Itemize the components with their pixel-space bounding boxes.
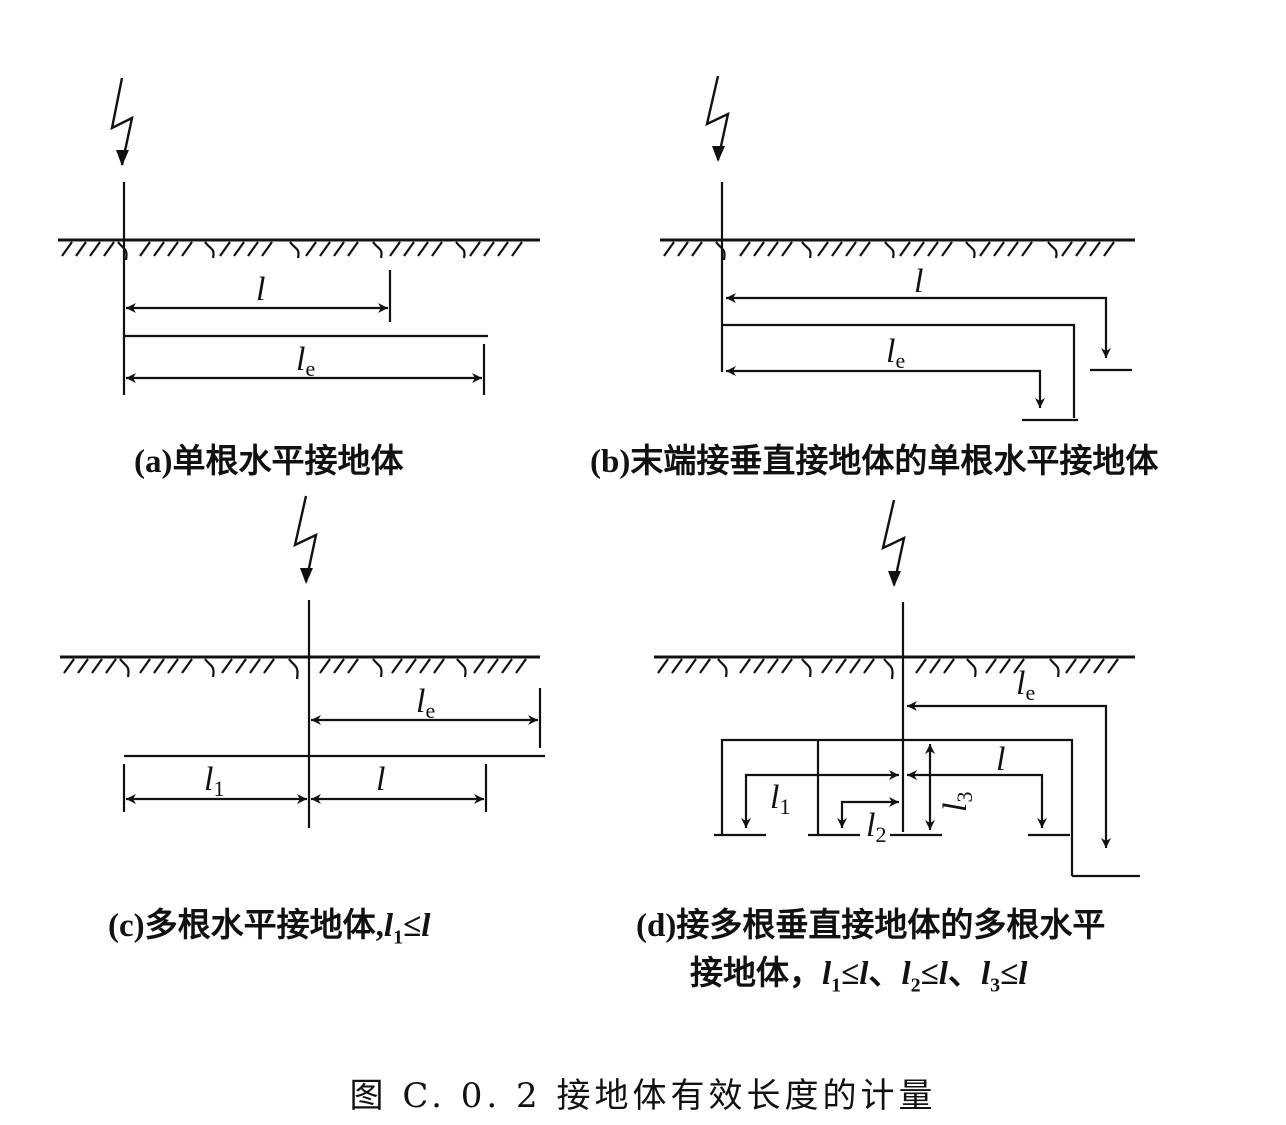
panel-b	[660, 75, 1135, 422]
caption-b: (b)末端接垂直接地体的单根水平接地体	[590, 444, 1159, 480]
label-l: l	[376, 761, 385, 798]
dim-l	[726, 293, 1111, 358]
root-mark	[801, 241, 812, 259]
root-mark	[883, 658, 894, 680]
label-le: le	[1016, 665, 1035, 705]
caption-c: (c)多根水平接地体,l1≤l	[108, 908, 431, 949]
root-mark	[204, 241, 215, 259]
root-mark	[204, 658, 215, 678]
dim-l2	[837, 797, 899, 828]
root-mark	[884, 241, 895, 259]
ground-hatch	[61, 241, 523, 257]
lightning-icon	[881, 499, 906, 586]
lightning-icon	[705, 75, 730, 161]
label-l1: l1	[770, 779, 790, 819]
panel-c	[60, 495, 545, 828]
root-mark	[456, 658, 467, 678]
label-l: l	[256, 271, 265, 308]
lightning-icon	[110, 77, 134, 166]
label-l1: l1	[204, 761, 224, 801]
label-l: l	[996, 741, 1005, 778]
label-l3: l3	[937, 792, 977, 812]
root-mark	[372, 658, 383, 678]
dim-le	[907, 701, 1111, 848]
ground-hatch	[663, 241, 1115, 257]
ground-hatch	[63, 658, 527, 674]
dim-l1	[741, 770, 899, 828]
root-mark	[717, 658, 728, 678]
root-mark	[1049, 658, 1060, 678]
figure-title: 图 C. 0. 2 接地体有效长度的计量	[349, 1076, 937, 1116]
panel-d	[654, 499, 1140, 878]
root-mark	[288, 658, 299, 680]
label-le: le	[416, 683, 435, 723]
root-mark	[119, 658, 130, 678]
root-mark	[801, 658, 812, 678]
root-mark	[289, 241, 300, 259]
root-mark	[715, 241, 726, 261]
caption-d-line1: (d)接多根垂直接地体的多根水平	[636, 908, 1106, 944]
ground-hatch	[657, 658, 1119, 674]
label-l: l	[914, 263, 923, 300]
root-mark	[1047, 241, 1058, 259]
label-l2: l2	[866, 807, 886, 847]
root-mark	[966, 658, 977, 678]
root-mark	[965, 241, 976, 259]
label-le: le	[296, 341, 315, 381]
panel-a	[58, 77, 540, 395]
caption-d-line2: 接地体，l1≤l、l2≤l、l3≤l	[690, 956, 1028, 997]
lightning-icon	[293, 495, 318, 583]
label-le: le	[886, 333, 905, 373]
dim-l	[907, 770, 1047, 828]
caption-a: (a)单根水平接地体	[134, 444, 404, 480]
dim-le	[726, 366, 1045, 408]
root-mark	[372, 241, 383, 259]
root-mark	[117, 241, 128, 261]
root-mark	[455, 241, 466, 259]
